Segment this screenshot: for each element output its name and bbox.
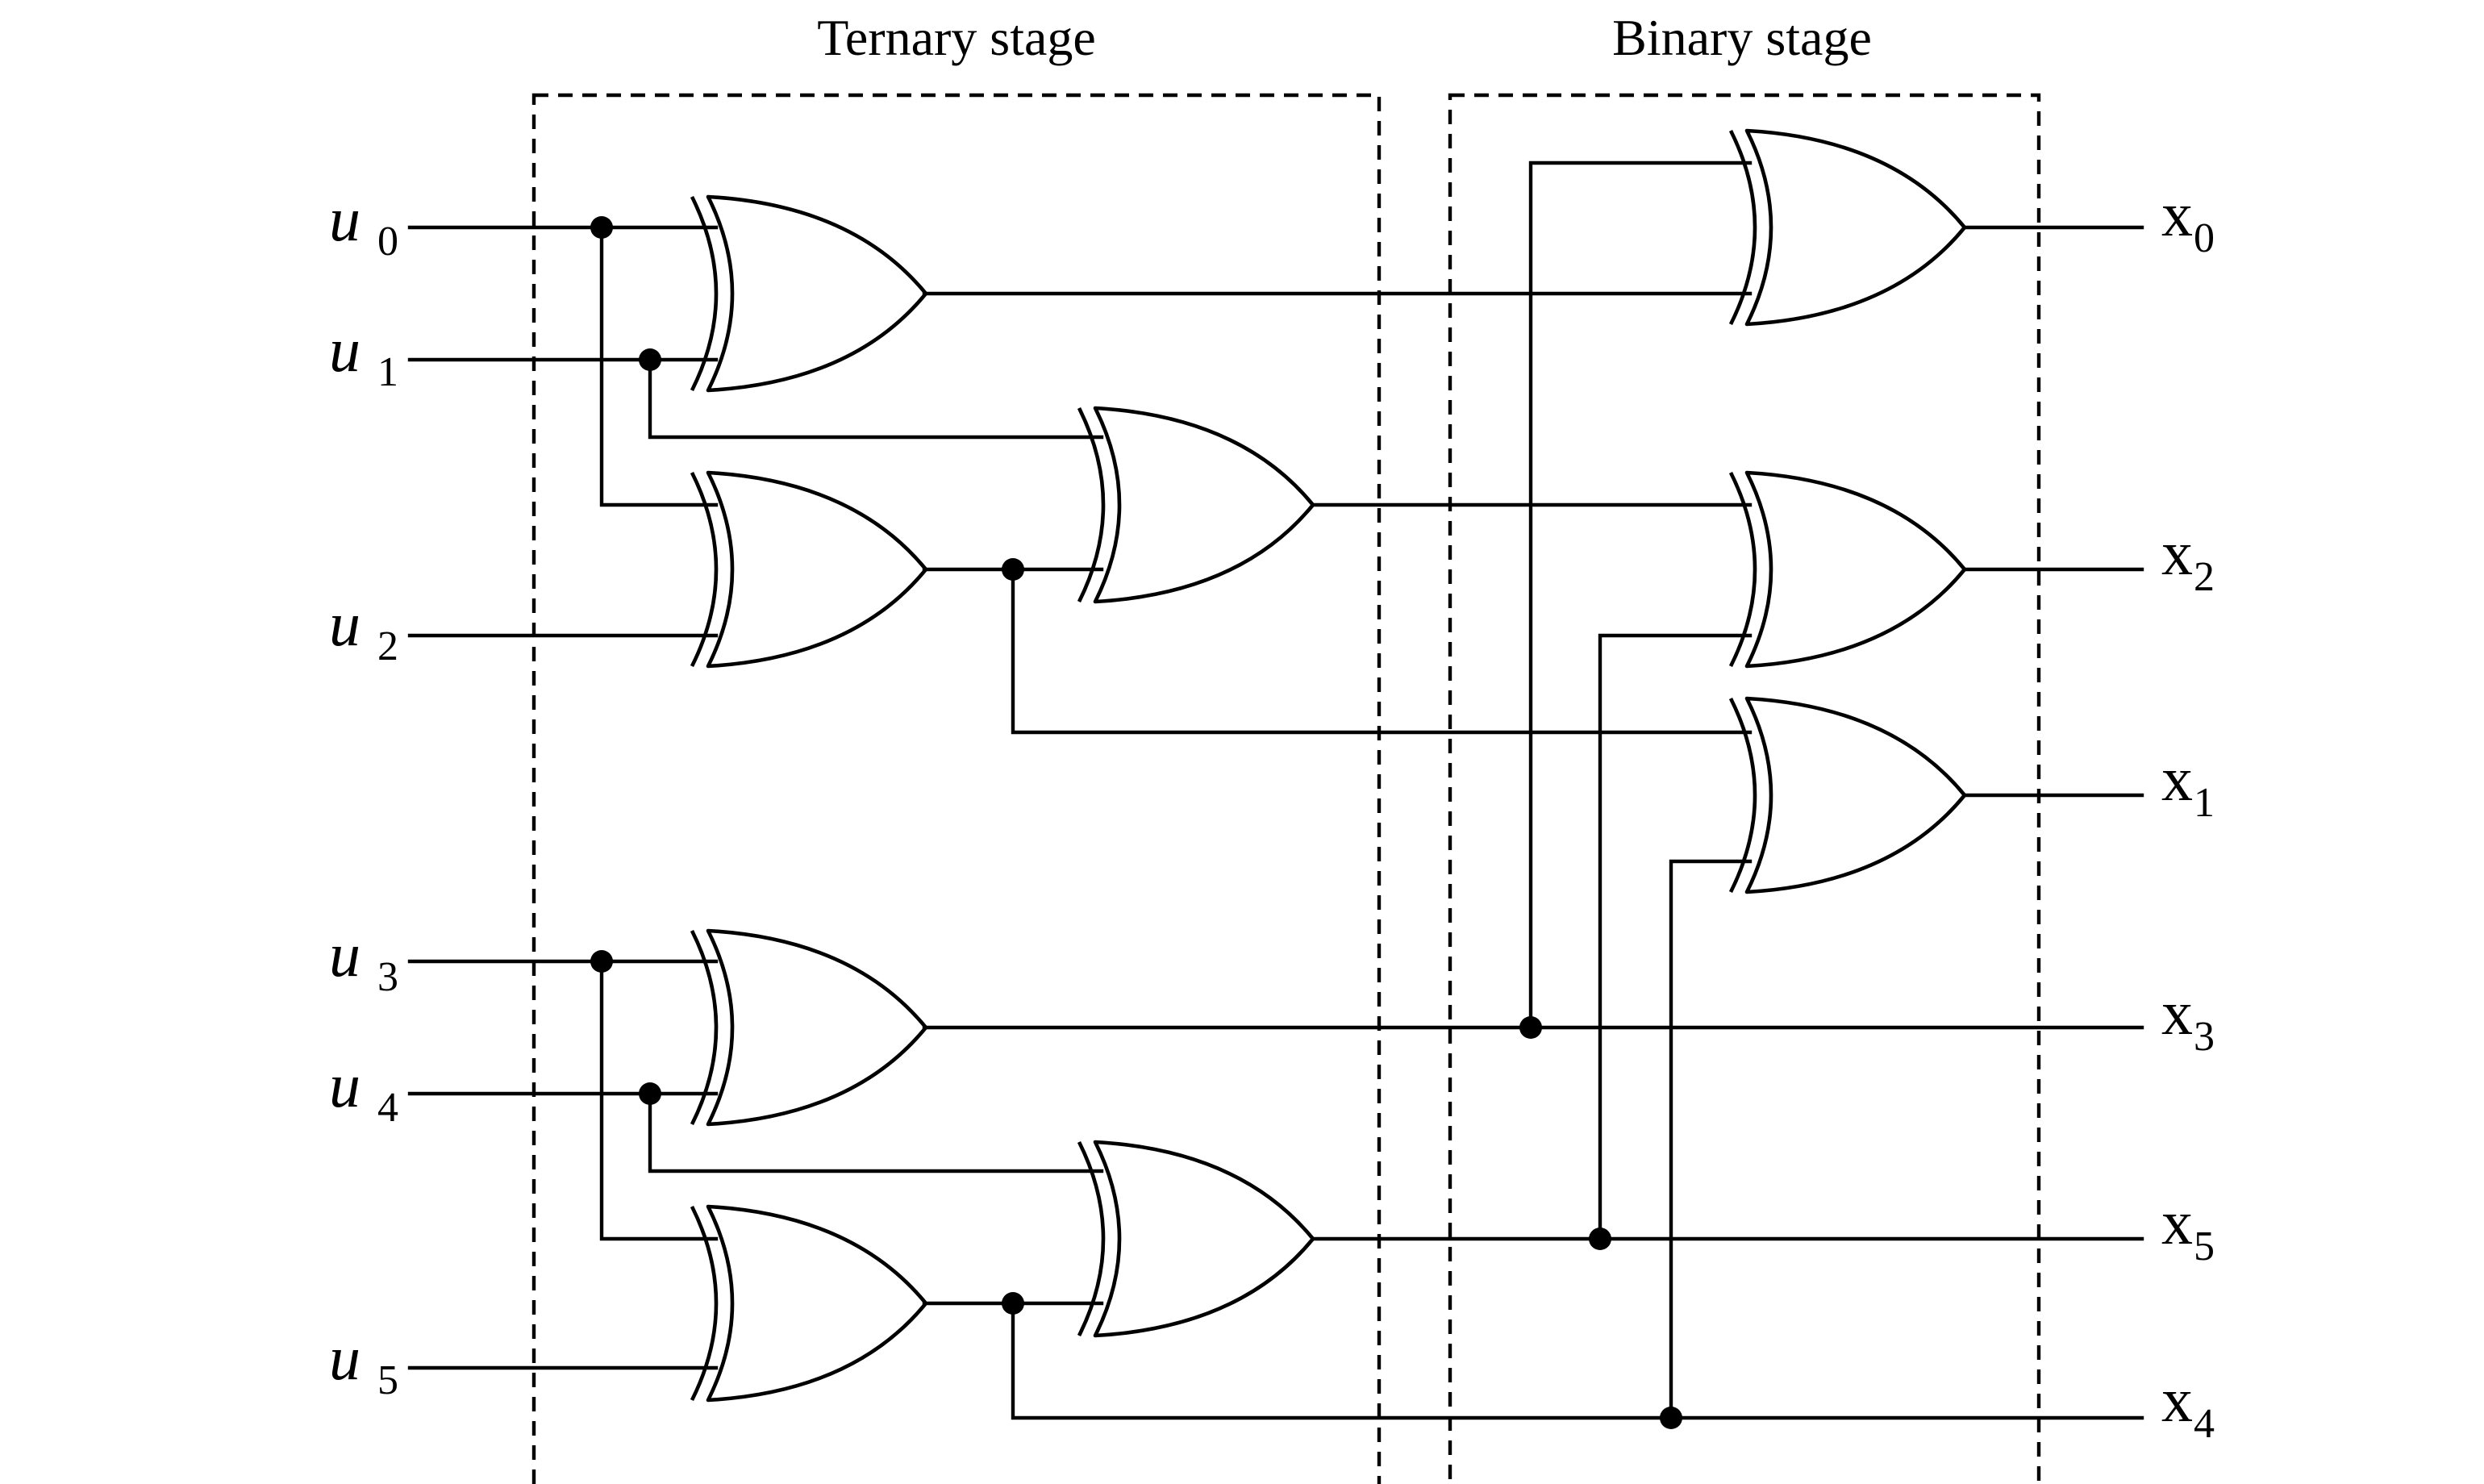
wires (407, 160, 2144, 1420)
xor-gate-t4 (692, 931, 926, 1124)
svg-text:2: 2 (2194, 554, 2215, 600)
wire-x5-feed (1598, 633, 1753, 1241)
svg-text:u: u (329, 315, 361, 385)
svg-text:x: x (2161, 1187, 2193, 1257)
binary-stage-box (1448, 93, 2041, 1484)
output-label-x2: x 2 (2161, 518, 2215, 600)
binary-stage-title: Binary stage (1612, 9, 1872, 66)
svg-text:u: u (329, 184, 361, 254)
svg-text:u: u (329, 589, 361, 659)
xor-gate-t3 (1079, 408, 1313, 602)
xor-gate-t1 (692, 197, 926, 390)
junction-dot (590, 216, 613, 239)
xor-gate-b3 (1731, 698, 1965, 892)
svg-text:x: x (2161, 179, 2193, 249)
output-label-x4: x 4 (2161, 1365, 2215, 1447)
svg-text:x: x (2161, 744, 2193, 814)
ternary-stage-title: Ternary stage (817, 9, 1096, 66)
junction-dot (1589, 1228, 1611, 1250)
input-label-u4: u 4 (329, 1050, 398, 1131)
xor-gate-t5 (692, 1207, 926, 1400)
input-label-u1: u 1 (329, 315, 398, 395)
ternary-stage-box (531, 93, 1382, 1484)
junction-dot (1519, 1016, 1542, 1039)
wire-u4-branch (648, 1091, 1104, 1173)
junction-dot (639, 348, 661, 371)
svg-text:x: x (2161, 518, 2193, 588)
input-label-u2: u 2 (329, 589, 398, 669)
svg-text:u: u (329, 919, 361, 990)
output-label-x1: x 1 (2161, 744, 2215, 826)
input-label-u0: u 0 (329, 184, 398, 265)
xor-gate-b2 (1731, 473, 1965, 666)
wire-u3-branch (599, 959, 719, 1241)
svg-text:3: 3 (2194, 1014, 2215, 1060)
junction-dot (639, 1082, 661, 1105)
xor-gates (692, 131, 1965, 1400)
svg-text:1: 1 (2194, 780, 2215, 826)
xor-gate-b1 (1731, 131, 1965, 324)
svg-text:5: 5 (2194, 1223, 2215, 1269)
junctions (590, 216, 1682, 1429)
xor-gate-t2 (692, 473, 926, 666)
svg-text:4: 4 (377, 1085, 398, 1131)
xor-gate-t6 (1079, 1142, 1313, 1336)
junction-dot (590, 950, 613, 973)
wire-g2-branch (1011, 567, 1753, 735)
svg-text:4: 4 (2194, 1401, 2215, 1447)
wire-g5-branch (1011, 1301, 2144, 1420)
svg-text:u: u (329, 1323, 361, 1393)
svg-text:1: 1 (377, 349, 398, 395)
svg-text:x: x (2161, 1365, 2193, 1435)
svg-text:5: 5 (377, 1357, 398, 1403)
wire-u0-branch (599, 225, 719, 507)
svg-text:2: 2 (377, 623, 398, 669)
output-label-x5: x 5 (2161, 1187, 2215, 1269)
output-label-x0: x 0 (2161, 179, 2215, 261)
output-label-x3: x 3 (2161, 978, 2215, 1060)
wire-x4-feed (1669, 859, 1753, 1420)
input-label-u3: u 3 (329, 919, 398, 1000)
svg-text:0: 0 (2194, 215, 2215, 261)
wire-x3-feed (1528, 160, 1753, 1030)
svg-text:x: x (2161, 978, 2193, 1048)
svg-text:u: u (329, 1050, 361, 1120)
junction-dot (1002, 1292, 1024, 1315)
wire-u1-branch (648, 357, 1104, 440)
input-label-u5: u 5 (329, 1323, 398, 1403)
svg-text:3: 3 (377, 954, 398, 1000)
junction-dot (1660, 1407, 1682, 1429)
svg-text:0: 0 (377, 219, 398, 265)
junction-dot (1002, 558, 1024, 581)
